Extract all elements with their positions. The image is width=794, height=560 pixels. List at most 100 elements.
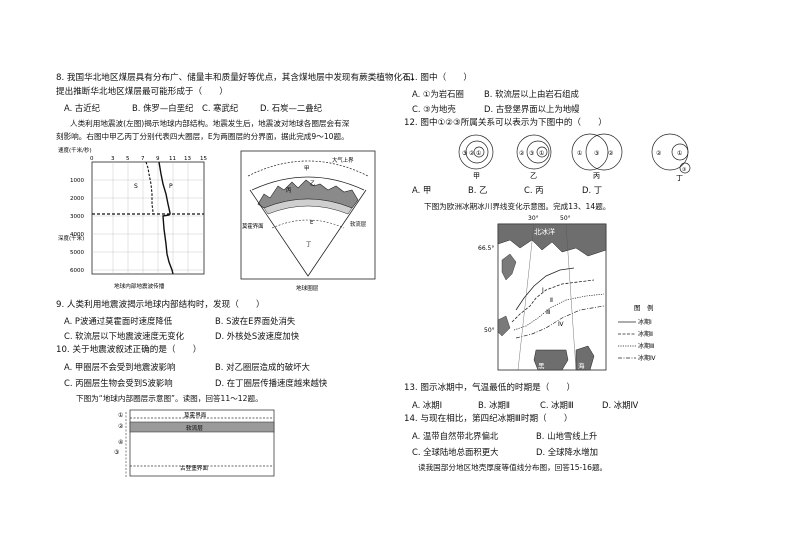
soft-layer-label: 软流层 bbox=[186, 424, 203, 432]
soft-layer-label: 软流层 bbox=[350, 220, 367, 228]
q12-option-a: A. 甲 bbox=[412, 185, 432, 195]
svg-text:②: ② bbox=[469, 150, 475, 157]
sea-patch bbox=[501, 253, 517, 281]
intro-11-12: 下图为“地球内部圈层示意图”。读图，回答11～12题。 bbox=[76, 394, 263, 403]
lon-label-50: 50° bbox=[560, 215, 571, 222]
x-tick: 7 bbox=[141, 156, 145, 162]
sphere-label-yi: 乙 bbox=[310, 180, 316, 187]
q14-option-d: D. 全球降水增加 bbox=[536, 447, 599, 457]
svg-text:①: ① bbox=[577, 150, 582, 157]
svg-text:③: ③ bbox=[529, 150, 534, 157]
black-sea bbox=[533, 349, 569, 371]
p-wave-curve bbox=[158, 161, 174, 275]
arctic-ocean bbox=[497, 223, 607, 257]
venn-label-yi: 乙 bbox=[530, 172, 537, 180]
chart-frame bbox=[91, 161, 205, 275]
legend-label-2: 冰期Ⅱ bbox=[638, 330, 653, 338]
intro-9-10-line2: 刻影响。右图中甲乙丙丁分别代表四大圈层，E为两圈层的分界面，据此完成9～10题。 bbox=[56, 132, 349, 141]
legend-title: 图 例 bbox=[634, 303, 654, 312]
svg-text:③: ③ bbox=[682, 167, 686, 173]
x-tick: 13 bbox=[184, 156, 191, 162]
lat-label-66: 66.5° bbox=[478, 245, 494, 252]
gutenberg-label: 古登堡界面 bbox=[180, 464, 208, 472]
svg-text:②: ② bbox=[656, 150, 662, 157]
x-tick: 3 bbox=[111, 156, 115, 162]
e-boundary bbox=[271, 219, 345, 229]
soft-layer-band bbox=[129, 421, 275, 433]
marker-4: ④ bbox=[118, 439, 123, 446]
moho-label: 莫霍界面 bbox=[184, 411, 207, 419]
sea-patch bbox=[497, 315, 511, 337]
lon-label-30: 30° bbox=[528, 215, 539, 222]
q14-stem: 14. 与现在相比，第四纪冰期Ⅲ时期（ ） bbox=[404, 414, 573, 424]
legend-label-1: 冰期Ⅰ bbox=[638, 318, 652, 326]
ice-limit-1 bbox=[515, 267, 575, 311]
marker-3: ③ bbox=[114, 449, 119, 456]
grid bbox=[92, 162, 204, 274]
roman-1: Ⅰ bbox=[542, 287, 544, 294]
svg-text:②: ② bbox=[608, 150, 614, 157]
ice-limit-4 bbox=[515, 305, 605, 339]
moho-label: 莫霍界面 bbox=[242, 222, 264, 230]
right-figure-title: 地球圈层 bbox=[296, 284, 319, 292]
q13-option-d: D. 冰期Ⅳ bbox=[602, 400, 639, 410]
s-wave-label: S bbox=[134, 183, 138, 190]
atmosphere-boundary bbox=[247, 160, 369, 177]
svg-text:①: ① bbox=[476, 150, 481, 157]
ice-limit-3 bbox=[513, 293, 605, 331]
y-tick: 2000 bbox=[70, 196, 84, 202]
caspian-sea bbox=[575, 345, 595, 371]
q10-option-b: B. 对乙圈层造成的破坏大 bbox=[215, 362, 310, 372]
meridian-50 bbox=[565, 223, 577, 371]
q9-option-a: A. P波通过莫霍面时速度降低 bbox=[64, 316, 173, 326]
q8-stem-line1: 8. 我国华北地区煤层具有分布广、储量丰和质量好等优点，其含煤地层中发现有蕨类植… bbox=[56, 73, 420, 83]
x-tick: 11 bbox=[169, 156, 176, 162]
legend-label-3: 冰期Ⅲ bbox=[638, 342, 654, 350]
venn-label-bing: 丙 bbox=[593, 172, 600, 180]
q9-stem: 9. 人类利用地震波揭示地球内部结构时，发现（ ） bbox=[56, 300, 265, 310]
legend-label-4: 冰期Ⅳ bbox=[638, 354, 656, 362]
e-label: E bbox=[310, 220, 314, 226]
sphere-label-ding: 丁 bbox=[306, 241, 312, 248]
roman-2: Ⅱ bbox=[550, 297, 553, 304]
intro-15-16: 读我国部分地区地壳厚度等值线分布图，回答15-16题。 bbox=[418, 463, 608, 472]
s-wave-curve bbox=[145, 161, 154, 214]
black-sea-label-2: 海 bbox=[578, 361, 585, 370]
q13-option-a: A. 冰期Ⅰ bbox=[412, 400, 443, 410]
sphere-label-jia: 甲 bbox=[304, 165, 309, 172]
left-figure-title: 地球内部地震波传播 bbox=[114, 282, 165, 290]
earth-spheres-diagram: 大气上界 甲 乙 丙 丁 E 莫霍界面 软流层 地球圈层 bbox=[240, 150, 376, 292]
q13-option-c: C. 冰期Ⅲ bbox=[540, 400, 574, 410]
venn-label-jia: 甲 bbox=[473, 172, 480, 180]
q10-option-a: A. 甲圈层不会受到地震波影响 bbox=[64, 362, 176, 372]
seismic-wave-chart: 速度(千米/秒) 0 3 5 7 9 11 13 15 1000 2000 30… bbox=[58, 146, 207, 290]
q8-stem-line2: 提出推断华北地区煤层最可能形成于（ ） bbox=[56, 87, 228, 97]
q11-option-d: D. 古登堡界面以上为地幔 bbox=[484, 104, 580, 114]
x-tick-labels: 0 3 5 7 9 11 13 15 bbox=[90, 156, 207, 162]
layer-frame bbox=[129, 409, 275, 477]
q8-option-a: A. 古近纪 bbox=[64, 103, 101, 113]
black-sea-label-1: 黑 bbox=[538, 362, 545, 370]
q12-option-b: B. 乙 bbox=[468, 185, 488, 195]
q14-option-c: C. 全球陆地总面积更大 bbox=[412, 447, 499, 457]
q14-option-a: A. 温带自然带北界偏北 bbox=[412, 431, 499, 441]
svg-text:①: ① bbox=[539, 150, 544, 157]
q10-option-c: C. 丙圈层生物会受到S波影响 bbox=[64, 378, 173, 388]
section-edges bbox=[249, 189, 367, 277]
y-tick: 6000 bbox=[70, 268, 84, 274]
y-tick: 1000 bbox=[70, 178, 84, 184]
q13-stem: 13. 图示冰期中，气温最低的时期是（ ） bbox=[404, 383, 576, 393]
q8-option-c: C. 寒武纪 bbox=[202, 103, 239, 113]
venn-label-ding: 丁 bbox=[676, 174, 683, 182]
q12-option-c: C. 丙 bbox=[524, 185, 544, 195]
x-tick: 15 bbox=[200, 156, 207, 162]
q9-option-b: B. S波在E界面处消失 bbox=[215, 316, 296, 326]
q12-option-d: D. 丁 bbox=[582, 185, 603, 195]
p-wave-label: P bbox=[169, 183, 173, 190]
meridian-30 bbox=[517, 223, 535, 371]
depth-axis-label: 深度(千米) bbox=[58, 234, 84, 242]
